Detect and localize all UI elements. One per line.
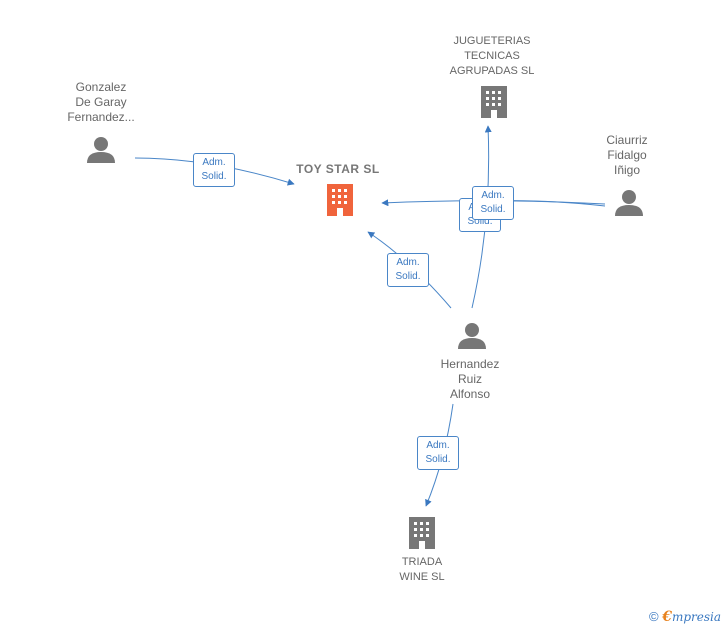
edge-label-line: Solid. [201,171,227,182]
name-line: Fidalgo [607,148,647,162]
building-icon [409,517,435,549]
name-line: Ruiz [457,372,482,386]
logo-initial: € [662,609,672,625]
edge-label-line: Solid. [395,271,421,282]
empresia-logo: €mpresia [662,609,722,625]
edge-label-ciaurriz-toystar[interactable]: Adm. Solid. [472,186,514,220]
node-toystar-label[interactable]: TOY STAR SL [280,162,396,177]
edge-label-line: Solid. [425,454,451,465]
node-gonzalez-label[interactable]: Gonzalez De Garay Fernandez... [46,80,156,125]
person-icon [458,323,486,349]
edge-label-hernandez-triada[interactable]: Adm. Solid. [417,436,459,470]
name-line: Gonzalez [75,80,127,94]
empresia-footer[interactable]: © €mpresia [649,609,721,625]
name-line: JUGUETERIAS [453,35,531,47]
edge-label-line: Solid. [480,204,506,215]
node-jugueterias-label[interactable]: JUGUETERIAS TECNICAS AGRUPADAS SL [434,34,550,79]
building-icon [481,86,507,118]
name-line: Hernandez [440,357,500,371]
name-line: WINE SL [399,571,445,583]
name-line: Ciaurriz [606,133,648,147]
copyright-icon: © [649,609,659,624]
edge-label-hernandez-toystar[interactable]: Adm. Solid. [387,253,429,287]
name-line: TOY STAR SL [296,162,380,176]
name-line: Iñigo [613,163,641,177]
edge-label-gonzalez-toystar[interactable]: Adm. Solid. [193,153,235,187]
name-line: TECNICAS [464,50,520,62]
edge-label-line: Adm. [202,157,226,168]
edge-label-line: Adm. [481,190,505,201]
edge-label-line: Adm. [426,440,450,451]
building-icon-focus [327,184,353,216]
node-hernandez-label[interactable]: Hernandez Ruiz Alfonso [420,357,520,402]
node-ciaurriz-label[interactable]: Ciaurriz Fidalgo Iñigo [582,133,672,178]
name-line: Fernandez... [67,110,135,124]
name-line: Alfonso [449,387,491,401]
edge-label-line: Solid. [467,216,493,227]
node-triada-label[interactable]: TRIADA WINE SL [380,555,464,585]
person-icon [615,190,643,216]
logo-text: mpresia [671,610,722,624]
person-icon [87,137,115,163]
name-line: De Garay [75,95,127,109]
name-line: AGRUPADAS SL [449,65,535,77]
edge-label-line: Adm. [396,257,420,268]
name-line: TRIADA [401,556,443,568]
